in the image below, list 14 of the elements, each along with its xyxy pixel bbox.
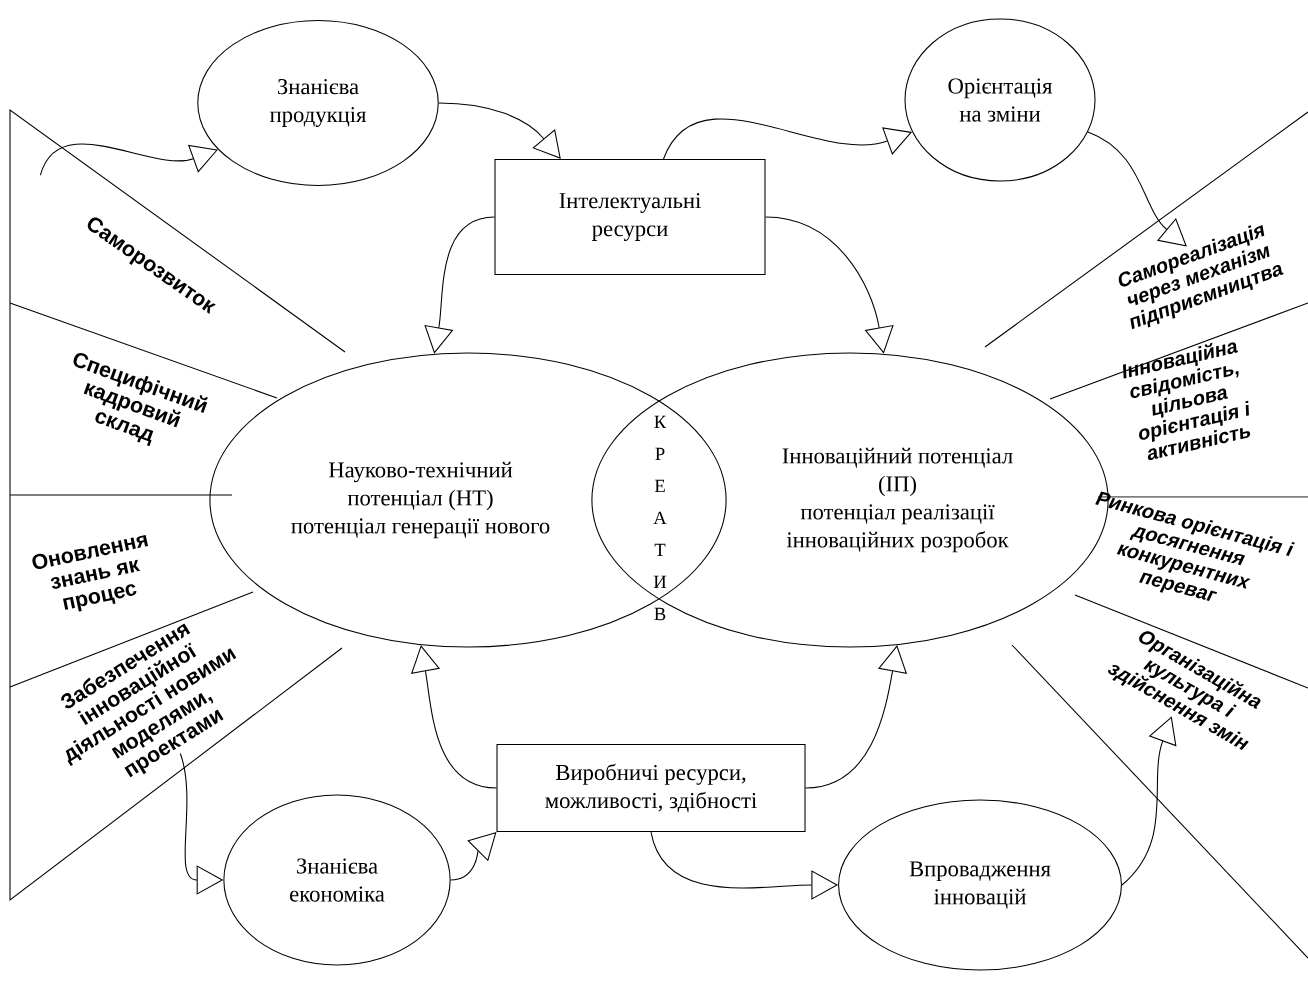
circle-node: Знанієва економіка xyxy=(223,794,451,966)
vertical-label: КРЕАТИВ xyxy=(653,415,667,621)
resource-box: Інтелектуальні ресурси xyxy=(494,158,766,276)
curved-arrow xyxy=(1087,131,1187,247)
resource-box: Виробничі ресурси, можливості, здібності xyxy=(496,743,806,833)
circle-node: Знанієва продукція xyxy=(197,19,439,187)
curved-arrow xyxy=(438,102,561,159)
curved-arrow xyxy=(450,832,497,881)
curved-arrow xyxy=(1121,716,1177,886)
curved-arrow xyxy=(424,216,495,354)
circle-node: Впровадження інновацій xyxy=(838,799,1122,971)
circle-node: Орієнтація на зміни xyxy=(904,18,1096,182)
curved-arrow xyxy=(765,216,894,354)
curved-arrow xyxy=(410,645,497,789)
